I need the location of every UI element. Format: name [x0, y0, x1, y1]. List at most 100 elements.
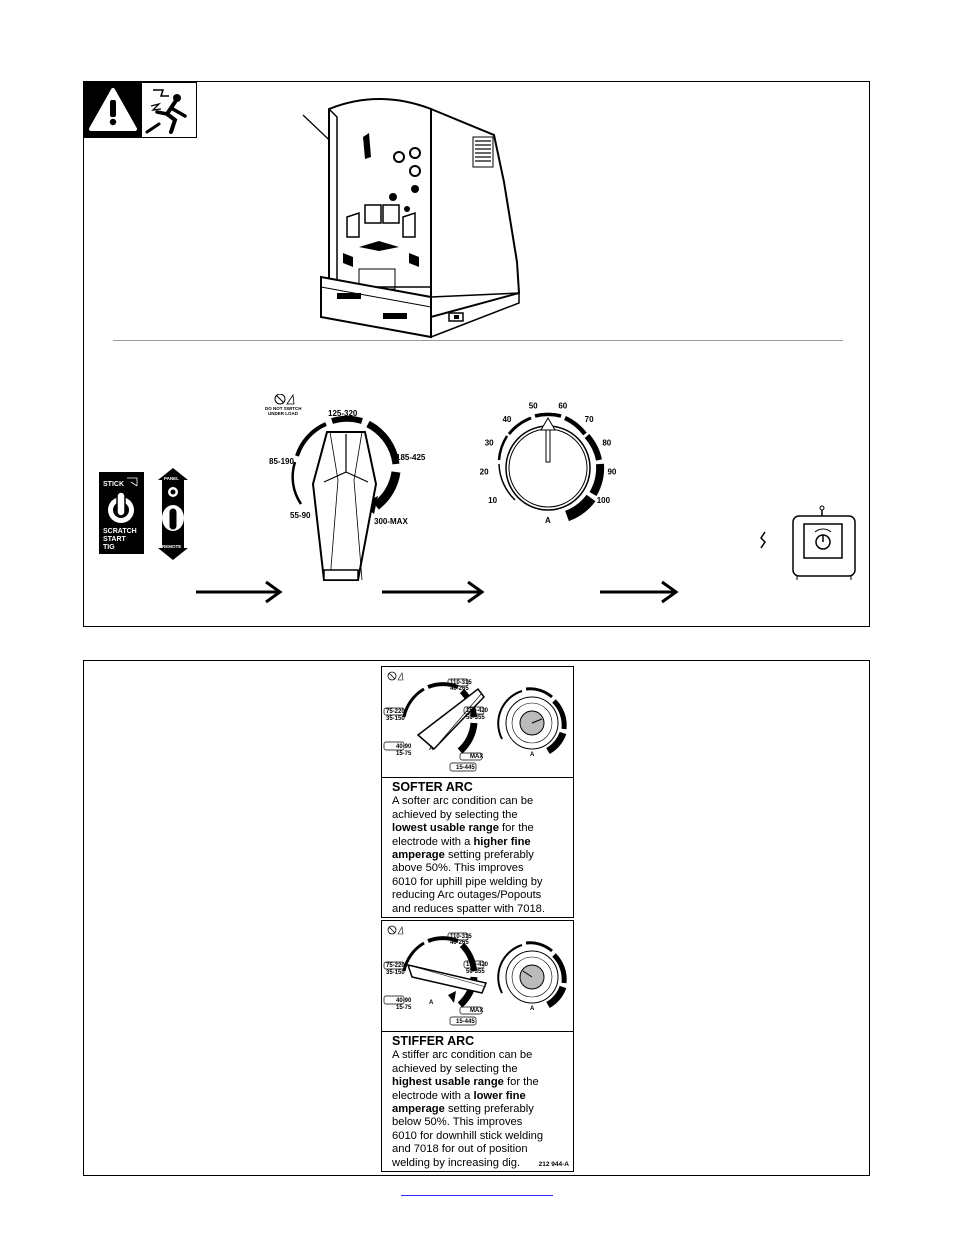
- fine-dial-tick-40: 40: [502, 415, 511, 424]
- stiffer-arc-title: STIFFER ARC: [392, 1034, 475, 1048]
- softer-line3-bold: lowest usable range: [392, 822, 499, 835]
- mini-fine-unit: A: [530, 752, 535, 758]
- softer-line3-rest: for the: [498, 822, 534, 835]
- range-85-190: 85-190: [269, 457, 294, 466]
- panel-label: PANEL: [164, 476, 179, 481]
- fine-dial-tick-80: 80: [602, 439, 611, 448]
- fine-dial-tick-70: 70: [585, 415, 594, 424]
- mini-range-max2: 15-445: [456, 1019, 475, 1025]
- softer-line5-bold: amperage: [392, 849, 445, 862]
- fine-dial-mini: A: [497, 941, 567, 1012]
- fine-dial-mini: A: [497, 687, 567, 758]
- stiffer-line7: 6010 for downhill stick welding: [392, 1129, 544, 1142]
- softer-line8: reducing Arc outages/Popouts: [392, 889, 542, 902]
- mini-range-low1: 40-90: [396, 998, 412, 1004]
- footer-link[interactable]: [401, 1195, 553, 1196]
- bottom-panel: 110-315 40-265 75-220 35-150 150-420 50-…: [83, 660, 870, 1176]
- label-divider: [382, 777, 573, 778]
- mini-range-top2: 40-265: [450, 686, 469, 692]
- fine-dial-tick-10: 10: [488, 496, 497, 505]
- mini-range-left2: 35-150: [386, 970, 405, 976]
- section-divider: [113, 340, 843, 341]
- mini-range-left2: 35-150: [386, 716, 405, 722]
- mini-range-top1: 110-315: [450, 680, 472, 686]
- stiffer-line1: A stiffer arc condition can be: [392, 1049, 533, 1062]
- softer-line1: A softer arc condition can be: [392, 795, 534, 808]
- stiffer-line8: and 7018 for out of position: [392, 1143, 528, 1156]
- fine-dial-tick-30: 30: [485, 439, 494, 448]
- range-125-320: 125-320: [328, 409, 358, 418]
- range-selector-dial: DO NOT SWITCH UNDER LOAD 125-320 85-190 …: [265, 394, 426, 581]
- softer-arc-dial-diagram: 110-315 40-265 75-220 35-150 150-420 50-…: [383, 671, 567, 772]
- softer-line2: achieved by selecting the: [392, 808, 518, 821]
- range-185-425: 185-425: [396, 453, 426, 462]
- mini-range-max: MAX: [470, 1008, 483, 1014]
- mini-range-low2: 15-75: [396, 751, 412, 757]
- mini-range-top2: 40-265: [450, 940, 469, 946]
- remote-selector-switch: PANEL REMOTE: [158, 468, 188, 560]
- mini-range-right1: 150-420: [466, 708, 489, 714]
- mini-range-top1: 110-315: [450, 934, 472, 940]
- fine-dial-tick-50: 50: [529, 402, 538, 411]
- fine-dial-tick-20: 20: [480, 468, 489, 477]
- welder-unit-illustration: [302, 98, 521, 339]
- fine-dial-tick-60: 60: [558, 402, 567, 411]
- scratch-label: SCRATCH: [103, 528, 137, 535]
- mini-range-max: MAX: [470, 754, 483, 760]
- stiffer-line6: below 50%. This improves: [392, 1116, 523, 1129]
- mini-range-left1: 75-220: [386, 963, 405, 969]
- part-number: 212 944-A: [538, 1161, 569, 1168]
- mini-range-right2: 50-355: [466, 715, 485, 721]
- mini-range-right2: 50-355: [466, 969, 485, 975]
- softer-line7: 6010 for uphill pipe welding by: [392, 875, 543, 888]
- remote-control-icon: [760, 505, 856, 580]
- start-label: START: [103, 536, 127, 543]
- stiffer-line2: achieved by selecting the: [392, 1062, 518, 1075]
- stiffer-line5-bold: amperage: [392, 1103, 445, 1116]
- warning-line2: UNDER LOAD: [268, 411, 299, 416]
- mini-fine-unit: A: [530, 1006, 535, 1012]
- tig-label: TIG: [103, 544, 115, 551]
- fine-amperage-dial: 10 20 30 40 50 60 70 80 90 100 A: [480, 402, 617, 525]
- top-panel: STICK SCRATCH START TIG PANEL REMOTE DO …: [83, 81, 870, 627]
- arrow-icon: [196, 580, 283, 604]
- stiffer-line5-rest: setting preferably: [444, 1103, 534, 1116]
- softer-arc-label: 110-315 40-265 75-220 35-150 150-420 50-…: [381, 666, 574, 918]
- arrow-icon: [382, 580, 485, 604]
- mini-range-max2: 15-445: [456, 765, 475, 771]
- fine-dial-tick-100: 100: [597, 496, 611, 505]
- mini-range-unit: A: [429, 746, 434, 752]
- softer-arc-text: SOFTER ARC A softer arc condition can be…: [392, 780, 565, 916]
- softer-line6: above 50%. This improves: [392, 862, 524, 875]
- range-55-90: 55-90: [290, 511, 311, 520]
- range-300-max: 300-MAX: [374, 517, 408, 526]
- range-dial-mini: 110-315 40-265 75-220 35-150 150-420 50-…: [383, 925, 489, 1026]
- softer-line9: and reduces spatter with 7018.: [392, 902, 545, 915]
- stiffer-arc-text: STIFFER ARC A stiffer arc condition can …: [392, 1034, 565, 1170]
- stiffer-line4-bold: lower fine: [473, 1089, 526, 1102]
- softer-line4-pre: electrode with a: [392, 835, 474, 848]
- mini-range-right1: 150-420: [466, 962, 489, 968]
- mini-range-low1: 40-90: [396, 744, 412, 750]
- stiffer-line4-pre: electrode with a: [392, 1089, 474, 1102]
- softer-arc-title: SOFTER ARC: [392, 780, 473, 794]
- stick-label: STICK: [103, 481, 124, 488]
- fine-dial-unit: A: [545, 516, 551, 525]
- stiffer-line3-rest: for the: [503, 1076, 539, 1089]
- arrow-icon: [600, 580, 679, 604]
- stiffer-line3-bold: highest usable range: [392, 1076, 504, 1089]
- softer-line4-bold: higher fine: [473, 835, 531, 848]
- stiffer-line9: welding by increasing dig.: [392, 1156, 521, 1169]
- mini-range-low2: 15-75: [396, 1005, 412, 1011]
- label-divider: [382, 1031, 573, 1032]
- softer-line5-rest: setting preferably: [444, 849, 534, 862]
- warning-icon: [84, 82, 142, 138]
- range-dial-mini: 110-315 40-265 75-220 35-150 150-420 50-…: [383, 671, 489, 772]
- process-selector-switch: STICK SCRATCH START TIG: [99, 472, 144, 554]
- warning-line1: DO NOT SWITCH: [265, 406, 302, 411]
- electric-shock-icon: [141, 82, 197, 138]
- stiffer-arc-dial-diagram: 110-315 40-265 75-220 35-150 150-420 50-…: [383, 925, 567, 1026]
- mini-range-unit: A: [429, 1000, 434, 1006]
- fine-dial-tick-90: 90: [607, 468, 616, 477]
- mini-range-left1: 75-220: [386, 709, 405, 715]
